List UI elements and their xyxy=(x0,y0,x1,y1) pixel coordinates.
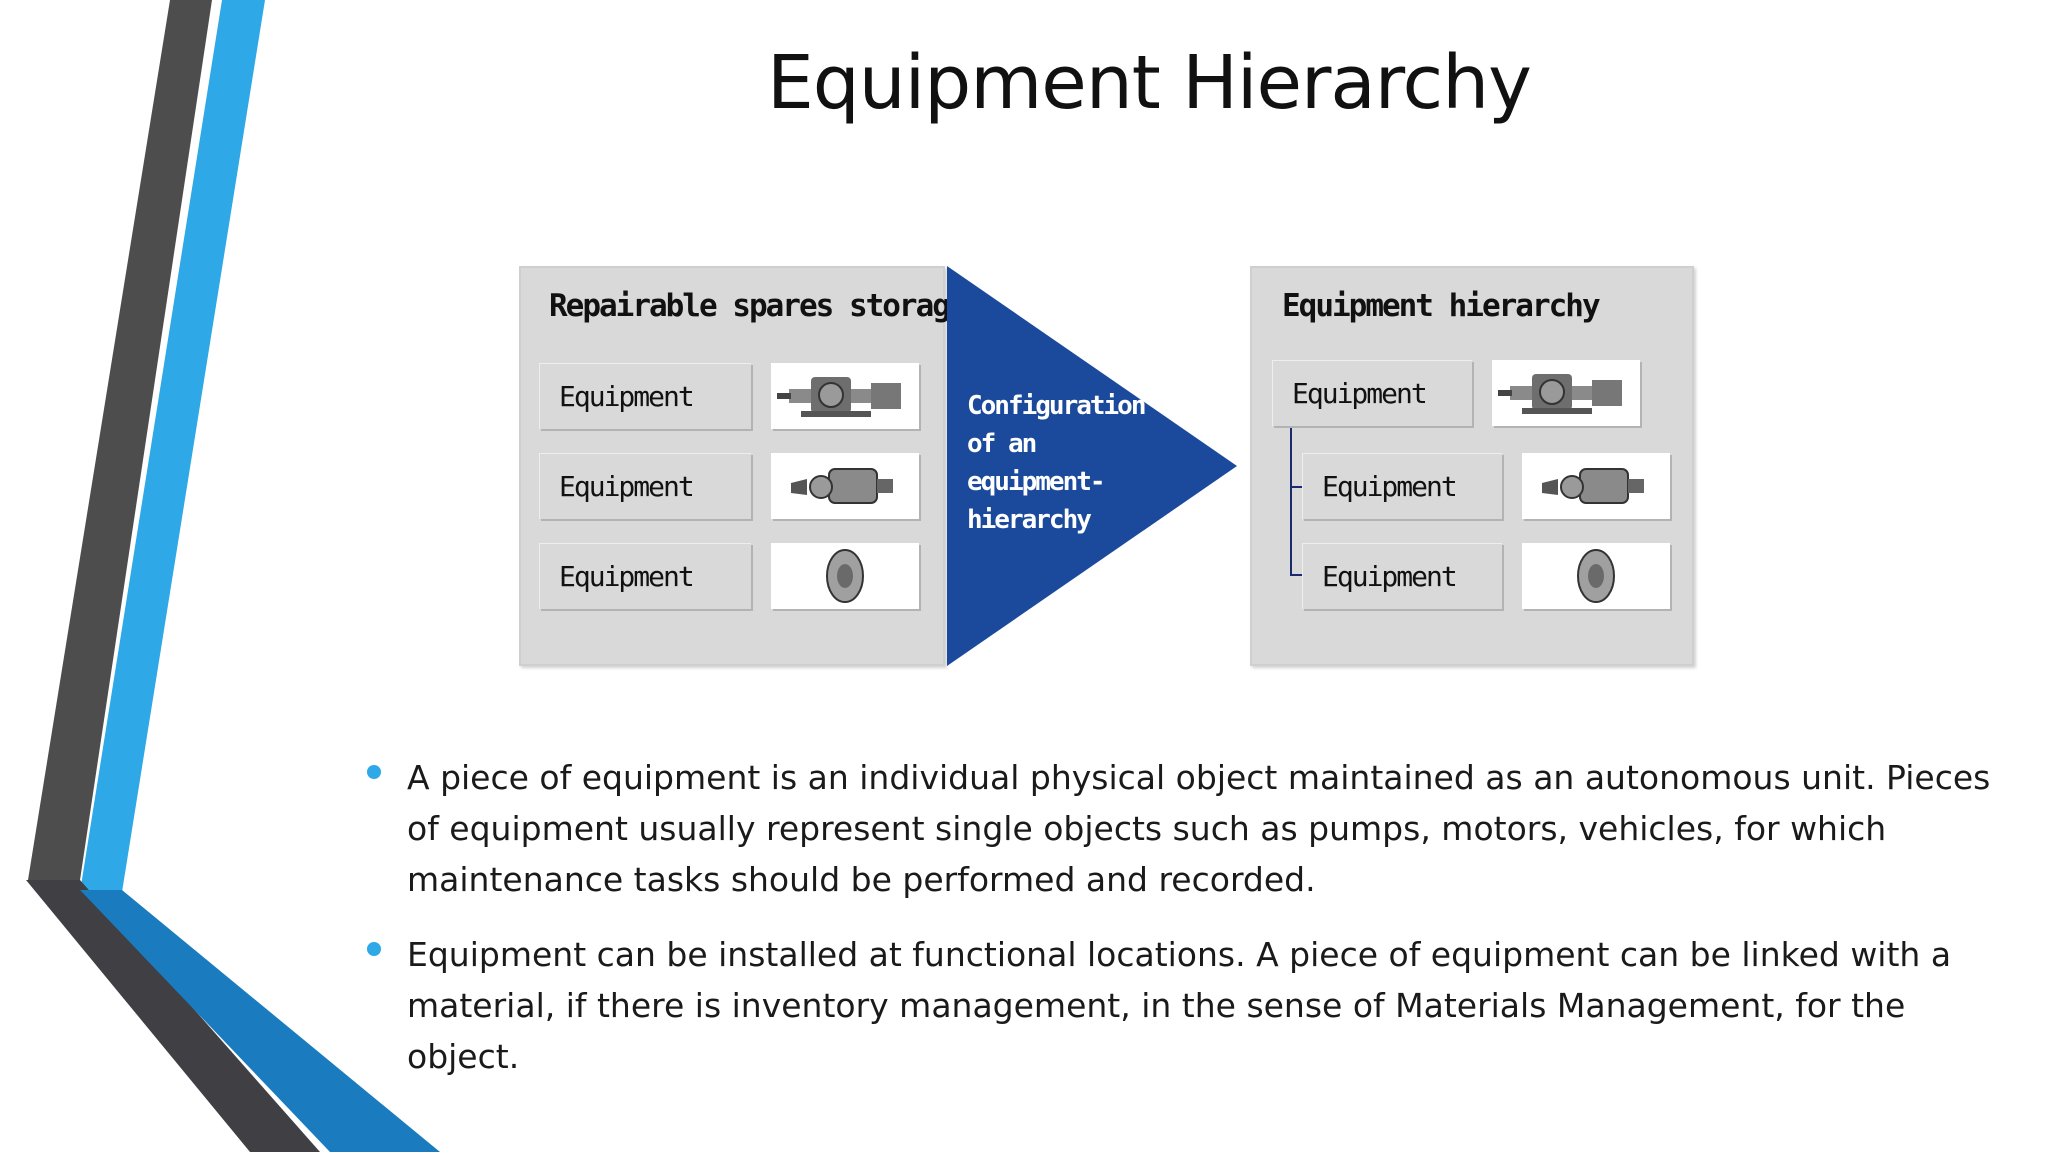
equipment-image-1 xyxy=(771,363,919,429)
blue-stripe-lower xyxy=(80,890,440,1152)
equipment-image-6 xyxy=(1522,543,1670,609)
hierarchy-tree-branch-1 xyxy=(1290,486,1304,488)
right-equipment-label-2: Equipment xyxy=(1302,453,1502,519)
arrow-label-line-4: hierarchy xyxy=(967,505,1092,535)
decorative-chevron xyxy=(26,0,440,1152)
right-panel-title: Equipment hierarchy xyxy=(1282,288,1601,324)
gray-stripe-lower xyxy=(26,880,320,1152)
equipment-hierarchy-panel: Equipment hierarchy Equipment Equipment xyxy=(1250,266,1694,666)
bullet-dot-icon xyxy=(367,765,381,779)
arrow-label: Configuration of an equipment- hierarchy xyxy=(967,387,1146,539)
left-equipment-label-1: Equipment xyxy=(539,363,751,429)
repairable-spares-panel: Repairable spares storage Equipment Equi… xyxy=(519,266,968,666)
hierarchy-tree-vertical xyxy=(1290,428,1292,576)
equipment-image-3 xyxy=(771,543,919,609)
arrow-label-line-1: Configuration xyxy=(967,391,1146,421)
gear-part-icon xyxy=(826,549,864,603)
hierarchy-tree-branch-2 xyxy=(1290,574,1304,576)
gear-part-icon xyxy=(1577,549,1615,603)
configuration-arrow xyxy=(947,266,1237,666)
equipment-image-2 xyxy=(771,453,919,519)
machine-assembly-icon xyxy=(1498,374,1622,414)
arrow-label-line-3: equipment- xyxy=(967,467,1106,497)
slide-title: Equipment Hierarchy xyxy=(767,40,1532,126)
left-panel-title: Repairable spares storage xyxy=(549,288,968,324)
bullet-dot-icon xyxy=(367,942,381,956)
motor-icon xyxy=(1542,468,1644,504)
bullet-text: Equipment can be installed at functional… xyxy=(407,935,1952,1076)
right-equipment-label-1: Equipment xyxy=(1272,360,1472,426)
bullet-list: A piece of equipment is an individual ph… xyxy=(355,752,2015,1106)
left-equipment-label-2: Equipment xyxy=(539,453,751,519)
equipment-image-5 xyxy=(1522,453,1670,519)
motor-icon xyxy=(791,468,893,504)
bullet-text: A piece of equipment is an individual ph… xyxy=(407,758,1991,899)
bullet-item: Equipment can be installed at functional… xyxy=(355,929,2015,1082)
gray-stripe-upper xyxy=(28,0,212,880)
left-equipment-label-3: Equipment xyxy=(539,543,751,609)
right-equipment-label-3: Equipment xyxy=(1302,543,1502,609)
bullet-item: A piece of equipment is an individual ph… xyxy=(355,752,2015,905)
equipment-image-4 xyxy=(1492,360,1640,426)
arrow-label-line-2: of an xyxy=(967,429,1037,459)
blue-stripe-upper xyxy=(80,0,265,892)
machine-assembly-icon xyxy=(777,377,901,417)
equipment-diagram: Repairable spares storage Equipment Equi… xyxy=(515,262,1695,667)
